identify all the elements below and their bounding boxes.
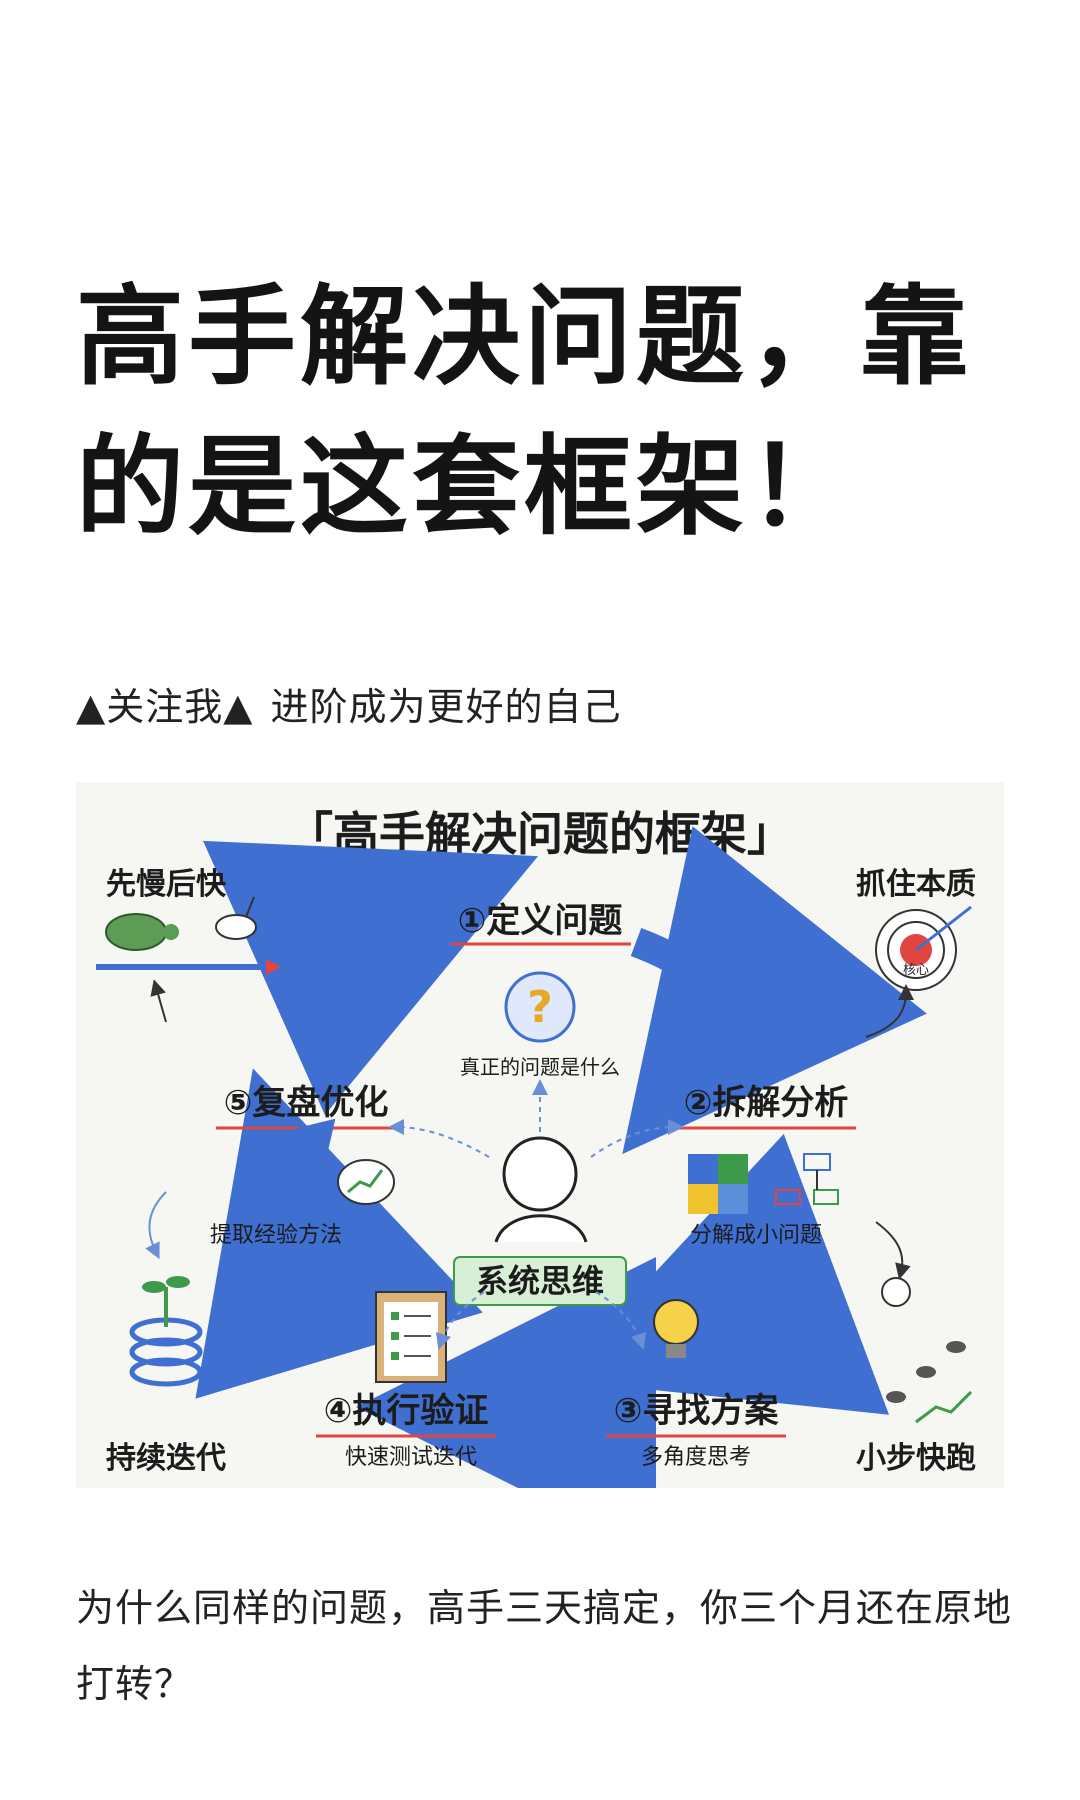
step-review-optimize: ⑤复盘优化 提取经验方法 [210,1083,396,1256]
question-bubble-icon: ? [527,982,553,1033]
target-badge: 核心 [903,963,929,978]
refresh-cycle-icon [221,1118,395,1256]
center-label: 系统思维 [476,1262,604,1300]
corner-grasp-essence: 抓住本质 核心 [856,867,976,1038]
lightbulb-icon [595,1299,757,1364]
corner-continuous-iteration: 持续迭代 [106,1191,226,1476]
framework-illustration: 「高手解决问题的框架」 ? ①定义问题 真正的问题是什么 ②拆解分析 分解成小问… [76,782,1004,1488]
corner-slow-then-fast: 先慢后快 [96,867,281,1023]
clipboard-checklist-icon [375,1291,447,1383]
follow-prompt[interactable]: ▲关注我▲ 进阶成为更好的自己 [76,676,622,731]
thinker-head-icon [502,1136,578,1212]
turtle-rabbit-icon [96,896,281,975]
intro-paragraph: 为什么同样的问题，高手三天搞定，你三个月还在原地打转？ [76,1586,1013,1706]
corner-3-label: 小步快跑 [856,1441,976,1476]
step-4-sub: 快速测试迭代 [345,1445,477,1470]
corner-1-label: 先慢后快 [106,867,227,902]
puzzle-flowchart-icon [688,1153,839,1214]
corner-4-label: 持续迭代 [106,1441,226,1476]
corner-2-label: 抓住本质 [856,867,976,902]
footsteps-icon [881,1277,973,1424]
target-icon: 核心 [875,905,972,991]
corner-small-fast-steps: 小步快跑 [856,1221,976,1476]
step-decompose: ②拆解分析 分解成小问题 [676,1083,856,1248]
article-title: 高手解决问题，靠的是这套框架！ [76,274,973,550]
growing-sprout-icon [129,1276,203,1387]
step-5-label: ⑤复盘优化 [224,1083,389,1123]
follow-label: ▲关注我▲ [76,685,254,729]
step-2-label: ②拆解分析 [684,1083,849,1123]
step-5-sub: 提取经验方法 [210,1223,342,1248]
follow-slogan: 进阶成为更好的自己 [270,685,622,729]
step-2-sub: 分解成小问题 [690,1223,822,1248]
step-find-solution: ③寻找方案 多角度思考 [595,1299,786,1470]
step-execute-verify: ④执行验证 快速测试迭代 [316,1291,496,1470]
step-3-sub: 多角度思考 [641,1445,751,1470]
step-1-sub: 真正的问题是什么 [460,1055,620,1079]
figure-title: 「高手解决问题的框架」 [287,807,793,861]
step-4-label: ④执行验证 [324,1391,489,1431]
center-systems-thinking: 系统思维 [388,1079,684,1350]
step-3-label: ③寻找方案 [614,1391,780,1431]
cycle-arrows [195,826,927,1488]
step-1-label: ①定义问题 [458,901,623,941]
step-define-problem: ? ①定义问题 真正的问题是什么 [451,901,631,1079]
